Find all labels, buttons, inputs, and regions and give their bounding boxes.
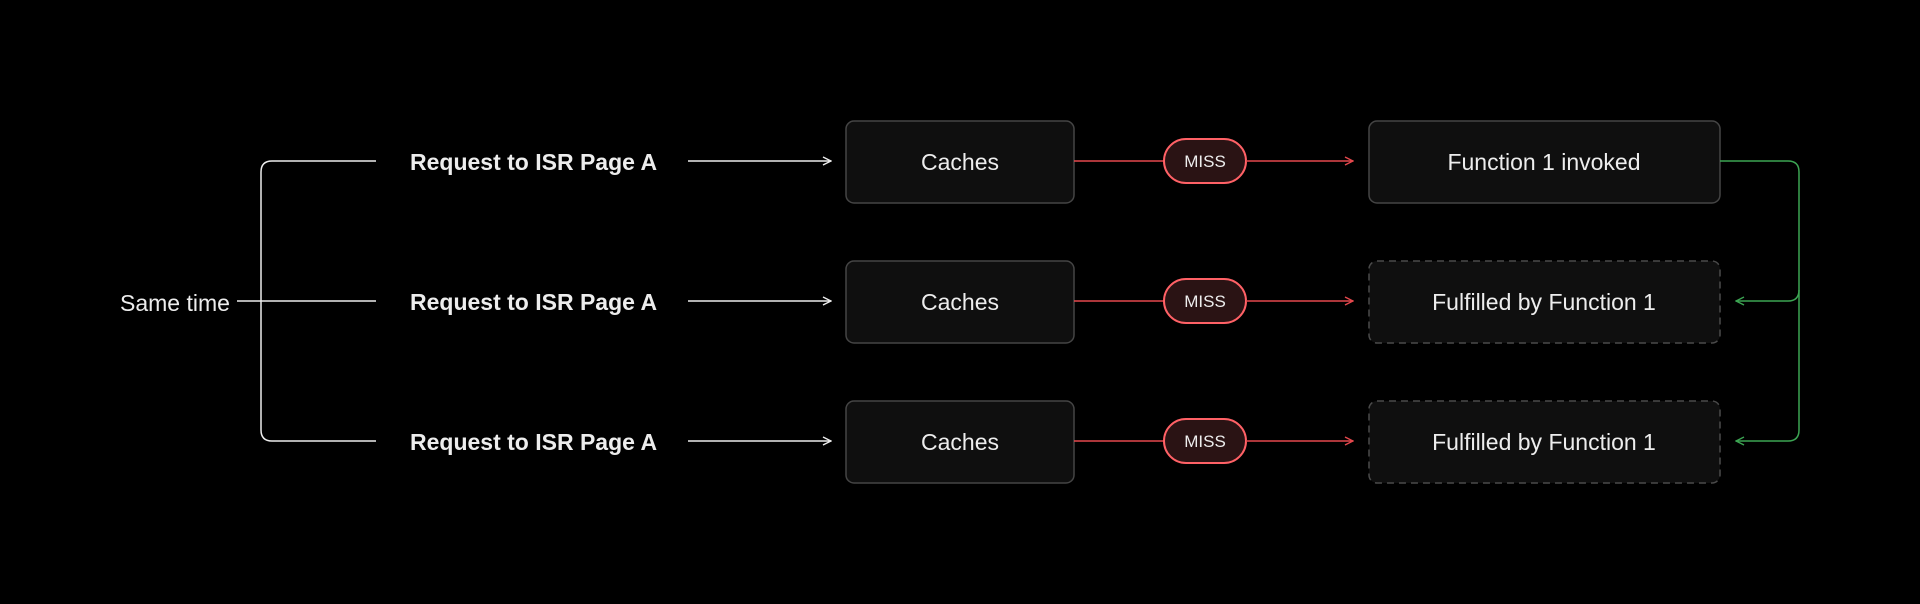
function-invoked-label: Function 1 invoked <box>1447 149 1640 175</box>
request-row-1: Request to ISR Page A Caches MISS Functi… <box>410 120 1721 204</box>
cache-label: Caches <box>921 429 999 455</box>
request-label: Request to ISR Page A <box>410 149 657 175</box>
request-row-2: Request to ISR Page A Caches MISS Fulfil… <box>410 260 1721 344</box>
fulfilled-label: Fulfilled by Function 1 <box>1432 429 1656 455</box>
miss-label: MISS <box>1184 152 1226 171</box>
request-label: Request to ISR Page A <box>410 429 657 455</box>
cache-box <box>845 400 1075 484</box>
cache-label: Caches <box>921 289 999 315</box>
cache-label: Caches <box>921 149 999 175</box>
cache-box <box>845 260 1075 344</box>
fan-out-bracket <box>237 160 376 442</box>
function-invoked-box <box>1368 120 1721 204</box>
fulfilled-box <box>1368 400 1721 484</box>
miss-label: MISS <box>1184 292 1226 311</box>
miss-label: MISS <box>1184 432 1226 451</box>
request-label: Request to ISR Page A <box>410 289 657 315</box>
same-time-label: Same time <box>120 290 230 316</box>
fulfilled-box <box>1368 260 1721 344</box>
request-row-3: Request to ISR Page A Caches MISS Fulfil… <box>410 400 1721 484</box>
fulfilled-label: Fulfilled by Function 1 <box>1432 289 1656 315</box>
cache-box <box>845 120 1075 204</box>
shared-result-connector <box>1720 160 1800 441</box>
